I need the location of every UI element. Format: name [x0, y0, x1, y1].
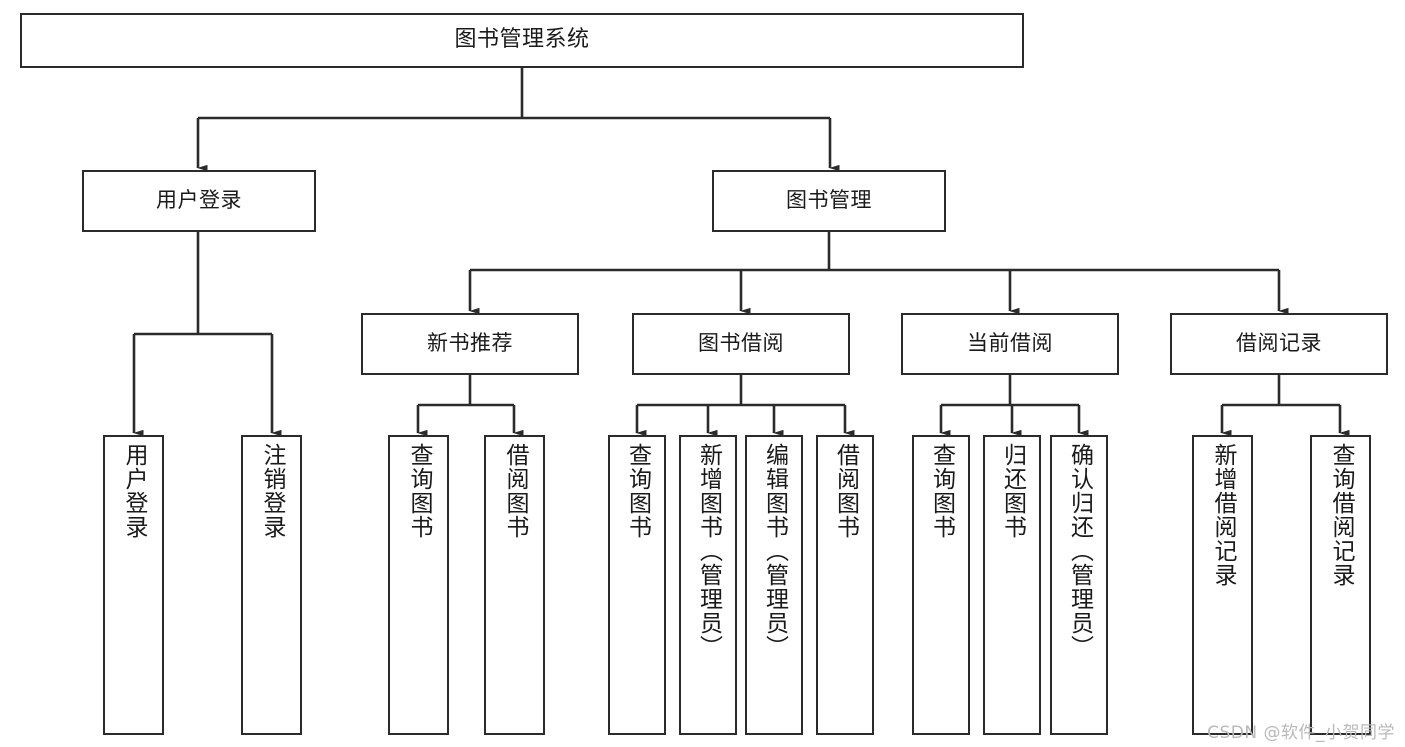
- leaf-query-book-2[interactable]: 查询图书: [608, 435, 666, 735]
- leaf-return-book[interactable]: 归还图书: [983, 435, 1041, 735]
- leaf-user-login-label: 用户登录: [121, 443, 147, 539]
- leaf-query-book-1[interactable]: 查询图书: [388, 435, 449, 735]
- leaf-query-book-2-label: 查询图书: [624, 443, 651, 539]
- leaf-borrow-book-1-label: 借阅图书: [502, 443, 528, 539]
- leaf-add-book-admin[interactable]: 新增图书（管理员）: [679, 435, 737, 735]
- node-root-label: 图书管理系统: [454, 27, 590, 53]
- node-book-manage[interactable]: 图书管理: [712, 170, 946, 232]
- node-new-book-recommend-label: 新书推荐: [427, 331, 513, 356]
- node-book-borrow[interactable]: 图书借阅: [632, 313, 850, 375]
- leaf-edit-book-admin[interactable]: 编辑图书（管理员）: [745, 435, 803, 735]
- leaf-confirm-return-admin[interactable]: 确认归还（管理员）: [1050, 435, 1108, 735]
- node-new-book-recommend[interactable]: 新书推荐: [361, 313, 579, 375]
- leaf-query-borrow-record[interactable]: 查询借阅记录: [1310, 435, 1371, 735]
- node-borrow-record-label: 借阅记录: [1236, 331, 1322, 356]
- node-root[interactable]: 图书管理系统: [20, 13, 1024, 68]
- leaf-confirm-return-admin-label: 确认归还（管理员）: [1066, 443, 1093, 659]
- node-book-borrow-label: 图书借阅: [698, 331, 784, 356]
- node-current-borrow[interactable]: 当前借阅: [901, 313, 1119, 375]
- leaf-return-book-label: 归还图书: [999, 443, 1026, 539]
- leaf-user-logout-label: 注销登录: [259, 443, 285, 539]
- leaf-borrow-book-1[interactable]: 借阅图书: [484, 435, 545, 735]
- node-user-login-label: 用户登录: [156, 188, 242, 213]
- leaf-query-book-3-label: 查询图书: [928, 443, 955, 539]
- node-user-login[interactable]: 用户登录: [82, 170, 316, 232]
- leaf-edit-book-admin-label: 编辑图书（管理员）: [761, 443, 788, 659]
- leaf-query-book-3[interactable]: 查询图书: [912, 435, 970, 735]
- leaf-query-borrow-record-label: 查询借阅记录: [1328, 443, 1354, 587]
- leaf-user-logout[interactable]: 注销登录: [241, 435, 302, 735]
- node-borrow-record[interactable]: 借阅记录: [1170, 313, 1388, 375]
- node-book-manage-label: 图书管理: [786, 188, 872, 213]
- leaf-add-book-admin-label: 新增图书（管理员）: [695, 443, 722, 659]
- leaf-borrow-book-2[interactable]: 借阅图书: [816, 435, 874, 735]
- leaf-user-login[interactable]: 用户登录: [103, 435, 164, 735]
- node-current-borrow-label: 当前借阅: [967, 331, 1053, 356]
- leaf-add-borrow-record-label: 新增借阅记录: [1210, 443, 1236, 587]
- csdn-watermark: CSDN @软件_小贺同学: [1207, 723, 1395, 743]
- leaf-add-borrow-record[interactable]: 新增借阅记录: [1192, 435, 1253, 735]
- leaf-borrow-book-2-label: 借阅图书: [832, 443, 859, 539]
- leaf-query-book-1-label: 查询图书: [406, 443, 432, 539]
